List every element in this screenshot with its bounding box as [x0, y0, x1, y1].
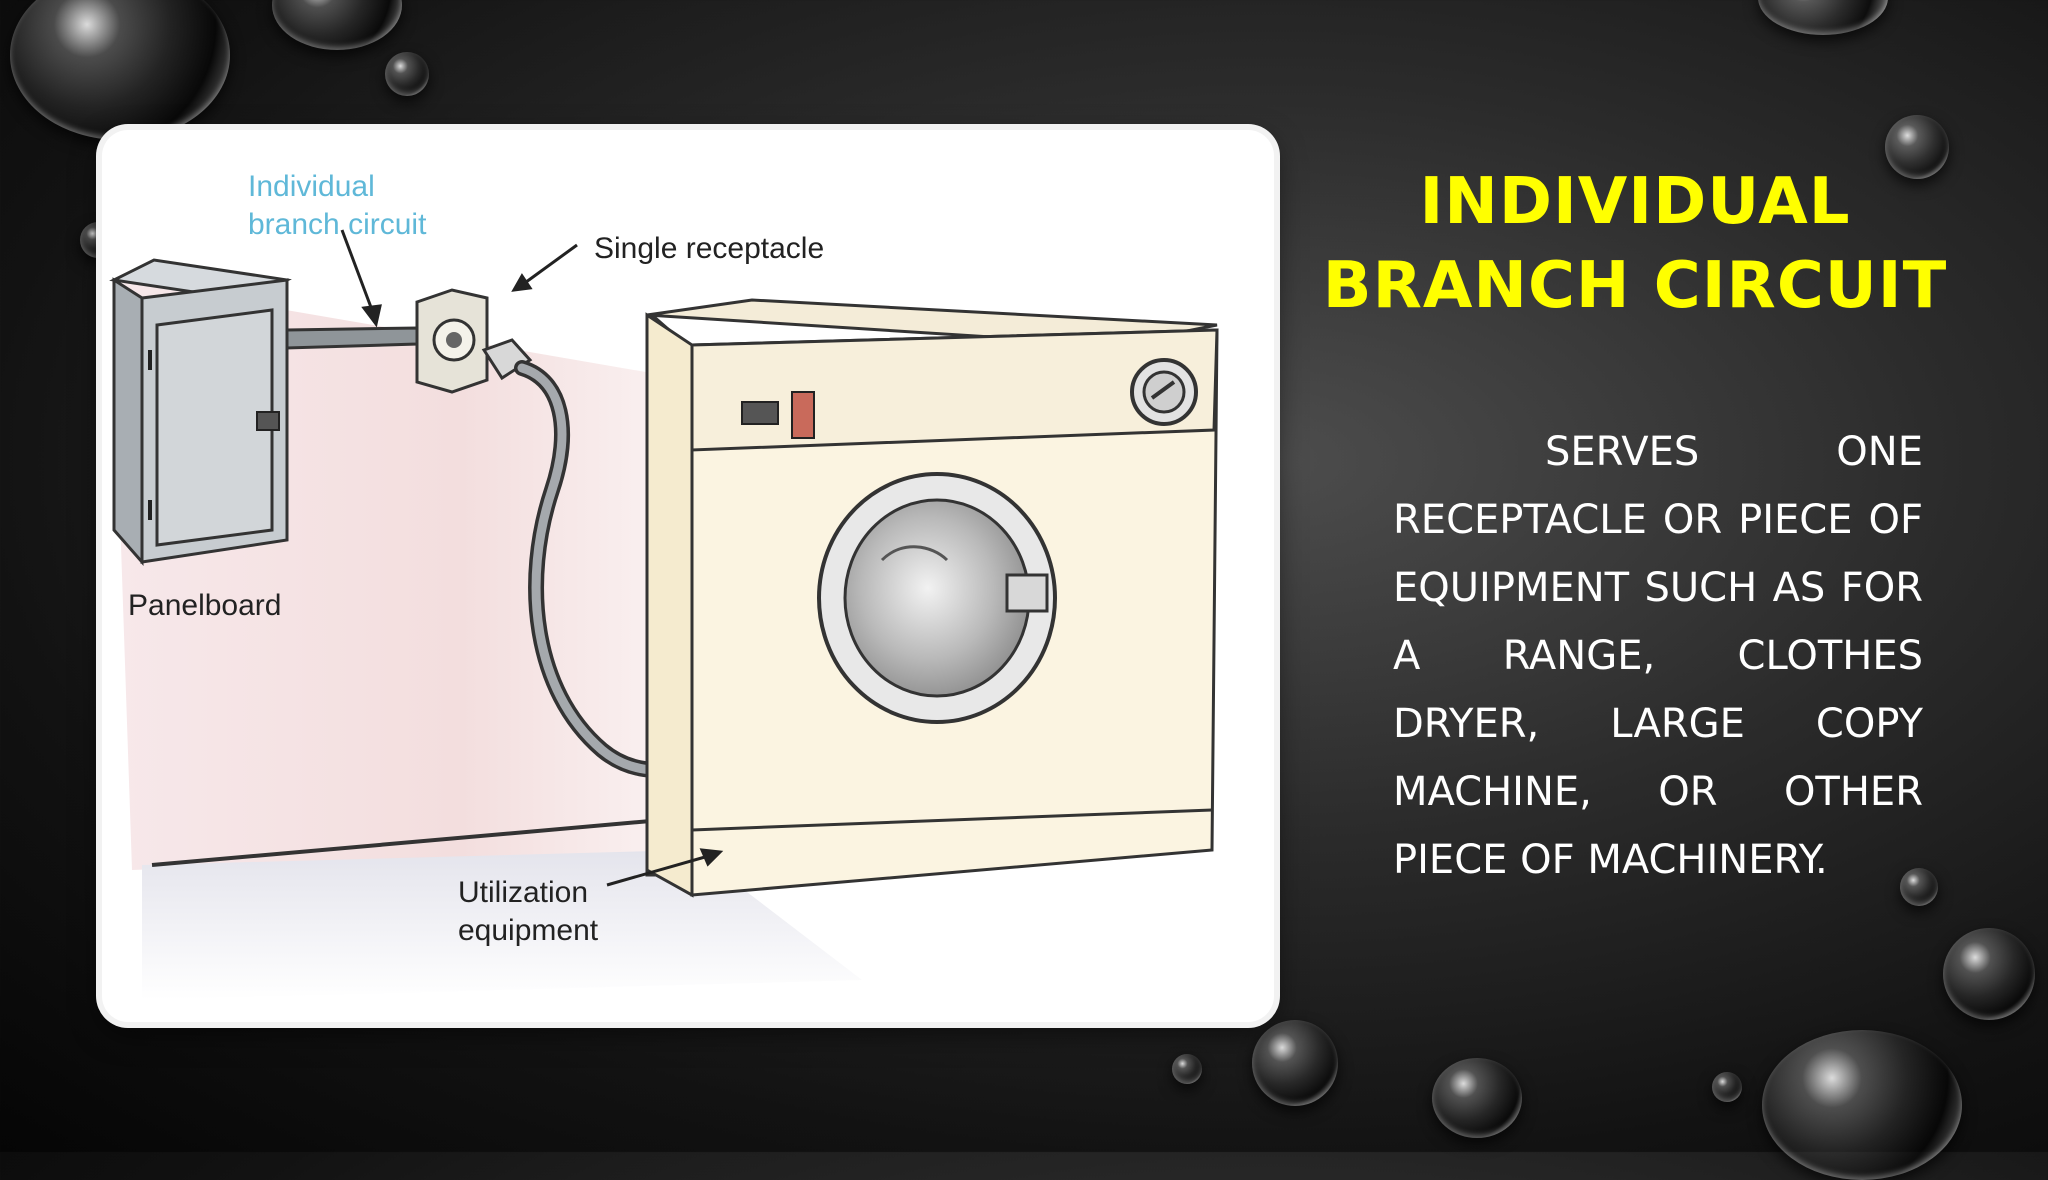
water-drop: [1885, 115, 1949, 179]
plug-and-cord: [481, 338, 695, 779]
water-drop: [1172, 1054, 1202, 1084]
slide-body-text: Serves one receptacle or piece of equipm…: [1393, 429, 1923, 883]
water-drop: [10, 0, 230, 140]
water-drop: [1252, 1020, 1338, 1106]
receptacle-illustration: [415, 288, 489, 394]
water-drop: [1943, 928, 2035, 1020]
water-drop: [1712, 1072, 1742, 1102]
washing-machine-illustration: [645, 298, 1219, 898]
water-drop: [1900, 868, 1938, 906]
panelboard-illustration: [109, 258, 292, 566]
label-panelboard: Panelboard: [128, 589, 281, 622]
slide-title: INDIVIDUAL BRANCH CIRCUIT: [1322, 165, 1948, 323]
label-utilization-line2: equipment: [458, 914, 599, 947]
label-individual-branch-circuit-line1: Individual: [248, 170, 375, 203]
water-drop: [1432, 1058, 1522, 1138]
conduit: [285, 326, 419, 350]
label-utilization-line1: Utilization: [458, 876, 588, 909]
label-individual-branch-circuit-line2: branch circuit: [248, 208, 427, 241]
floor-line: [151, 818, 663, 867]
water-drop: [1762, 1030, 1962, 1180]
water-drop: [385, 52, 429, 96]
label-single-receptacle: Single receptacle: [594, 232, 824, 265]
water-drop: [272, 0, 402, 50]
branch-circuit-diagram: Individual branch circuit Single recepta…: [109, 170, 1219, 1000]
diagram-image-card: Individual branch circuit Single recepta…: [102, 130, 1274, 1022]
water-drop: [1758, 0, 1888, 35]
annotation-arrows: [340, 229, 724, 887]
